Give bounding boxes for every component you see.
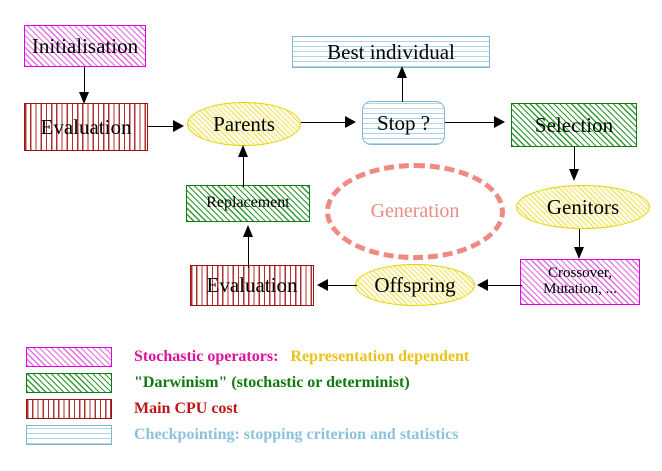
legend-row-stochastic-operators: Stochastic operators: Representation dep… [26,346,469,368]
arrow-parents-to-stop-line [301,122,347,124]
arrow-eval-to-replacement-line [248,228,250,268]
node-evaluation-bottom[interactable]: Evaluation [190,265,314,306]
arrow-stop-to-selection-head [494,116,505,128]
arrow-offspring-to-eval-line [327,285,357,287]
node-crossover-mutation[interactable]: Crossover, Mutation, ... [520,259,640,305]
node-stop-label: Stop ? [376,110,431,135]
node-offspring-label: Offspring [374,272,456,297]
legend-row-darwinism: "Darwinism" (stochastic or determinist) [26,372,410,394]
arrow-eval-to-parents-head [173,120,184,132]
node-best-individual[interactable]: Best individual [292,36,490,68]
arrow-stop-to-best-head [397,66,407,78]
node-crossover-mutation-label-line1: Crossover, [548,265,612,282]
legend-swatch-magenta-diagonal-hatch [26,347,112,367]
node-parents-label: Parents [213,111,275,136]
node-stop[interactable]: Stop ? [362,101,445,145]
node-genitors-label: Genitors [546,194,620,219]
arrow-stop-to-selection-line [445,122,495,124]
arrow-replacement-to-parents-head [238,145,248,157]
node-initialisation-label: Initialisation [31,33,139,58]
node-evaluation-top-label: Evaluation [40,114,132,139]
node-generation-loop: Generation [325,163,505,260]
node-selection[interactable]: Selection [511,103,637,147]
node-best-individual-label: Best individual [327,39,455,64]
legend-label-main-cpu-cost: Main CPU cost [134,400,238,417]
arrow-offspring-to-eval-head [317,279,328,291]
node-selection-label: Selection [534,112,614,137]
arrow-selection-to-genitors-line [574,147,576,171]
arrow-genitors-to-crossover-line [579,229,581,249]
legend-swatch-green-diagonal-hatch [26,373,112,393]
legend-row-main-cpu-cost: Main CPU cost [26,398,238,420]
node-replacement-label: Replacement [206,194,290,212]
arrow-eval-to-parents-line [148,126,176,128]
arrow-crossover-to-offspring-line [486,285,522,287]
arrow-crossover-to-offspring-head [477,279,488,291]
arrow-stop-to-best-line [402,68,404,102]
node-evaluation-top[interactable]: Evaluation [24,103,148,151]
node-offspring[interactable]: Offspring [355,264,475,306]
arrow-parents-to-stop-head [345,116,356,128]
node-crossover-mutation-label-line2: Mutation, ... [543,281,617,297]
node-initialisation[interactable]: Initialisation [24,25,146,67]
arrow-replacement-to-parents-line [243,153,245,187]
node-evaluation-bottom-label: Evaluation [206,273,298,298]
legend-swatch-blue-horizontal-hatch [26,425,112,445]
legend-swatch-red-vertical-hatch [26,399,112,419]
legend-label-representation-dependent: Representation dependent [290,348,470,365]
node-parents[interactable]: Parents [187,102,301,146]
legend-row-checkpointing: Checkpointing: stopping criterion and st… [26,424,458,446]
node-replacement[interactable]: Replacement [186,185,310,222]
arrow-eval-to-replacement-head [243,225,253,237]
arrow-genitors-to-crossover-head [574,247,584,259]
node-generation-label: Generation [370,200,460,222]
legend-label-darwinism: "Darwinism" (stochastic or determinist) [134,374,410,391]
arrow-init-to-eval-head [79,92,89,104]
legend-label-checkpointing: Checkpointing: stopping criterion and st… [134,426,459,443]
arrow-init-to-eval-line [84,67,86,94]
arrow-selection-to-genitors-head [569,169,579,181]
node-genitors[interactable]: Genitors [516,185,650,229]
legend-label-stochastic-operators: Stochastic operators: [134,348,279,365]
